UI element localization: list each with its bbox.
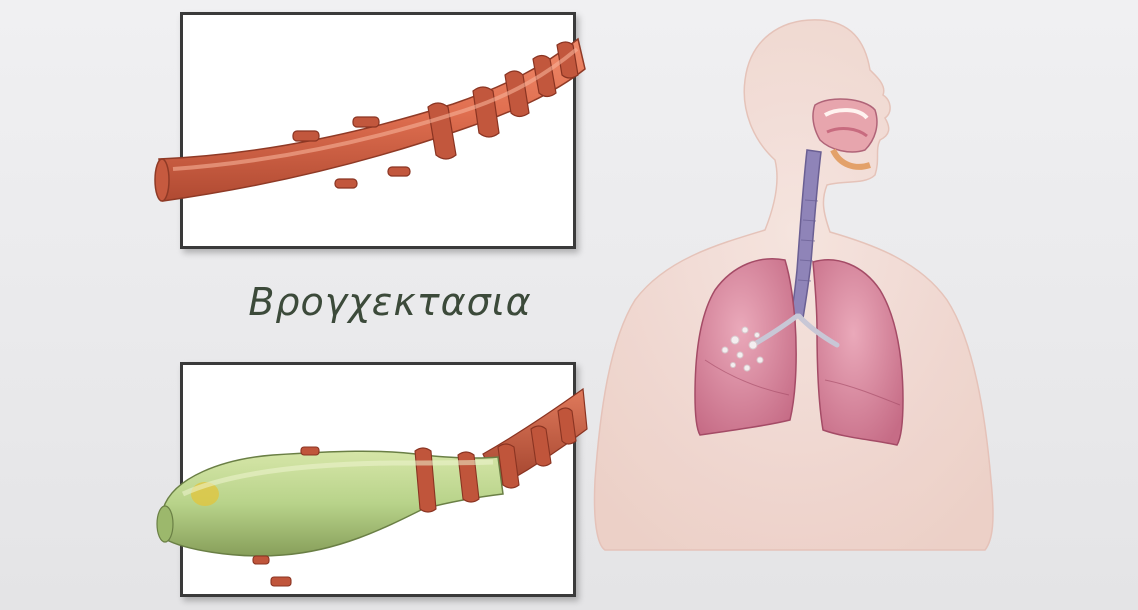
- dilated-bronchus-opening: [157, 506, 173, 542]
- body-outline: [594, 20, 993, 550]
- caption-title: Βρογχεκτασια: [230, 280, 550, 324]
- human-silhouette: [575, 0, 1005, 560]
- normal-bronchus-illustration: [153, 9, 593, 259]
- normal-bronchus-opening: [155, 159, 169, 201]
- dilated-bronchus-panel: [180, 362, 576, 597]
- respiratory-system-figure: [575, 0, 1005, 560]
- normal-bronchus-panel: [180, 12, 576, 249]
- dilated-bronchus-illustration: [153, 359, 593, 609]
